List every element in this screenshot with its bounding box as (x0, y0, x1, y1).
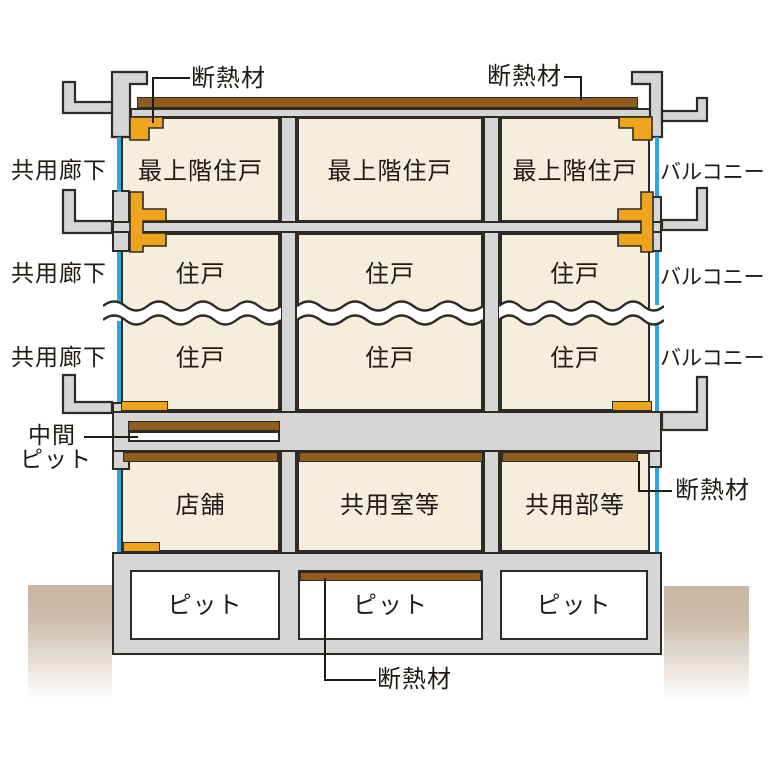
pit-box-3 (500, 570, 648, 640)
mid-pit-insulation (128, 421, 280, 431)
ground-soil-left (28, 585, 112, 700)
room-mid-2 (297, 233, 483, 313)
balcony-label-2: バルコニー (660, 265, 765, 289)
break-band-3 (499, 299, 664, 327)
wall-line-right-3 (655, 321, 659, 411)
corridor-slab-3 (61, 373, 114, 415)
pit-box-2 (298, 570, 483, 640)
leader-insulation-top-left (152, 77, 190, 123)
pit-label-2: ピット (353, 591, 428, 619)
leader-insulation-bottom (324, 578, 376, 681)
insulation-corner-top-left (129, 116, 164, 141)
insulation-label-right: 断熱材 (675, 476, 750, 504)
room-label-top-2: 最上階住戸 (327, 157, 453, 185)
room-label-mid-3: 住戸 (550, 260, 600, 288)
wall-line-left-1 (117, 137, 121, 192)
corridor-label-2: 共用廊下 (11, 261, 107, 287)
room-label-top-3: 最上階住戸 (512, 157, 638, 185)
insulation-floor-right-3 (612, 401, 652, 411)
insulation-floor-left-3 (121, 401, 168, 411)
balcony-label-1: バルコニー (660, 160, 765, 184)
insulation-junction-left (129, 191, 167, 253)
room-ground-2 (297, 452, 483, 552)
left-parapet (110, 70, 149, 139)
room-lower-2 (297, 313, 483, 411)
wall-line-right-2 (655, 252, 659, 305)
wall-line-left-2 (117, 252, 121, 305)
pit-label-1: ピット (167, 591, 243, 619)
insulation-label-top-left: 断熱材 (191, 64, 266, 92)
mid-pit-label-line1: 中間 (28, 423, 76, 449)
room-lower-1 (121, 313, 280, 411)
wall-line-left-3 (117, 321, 121, 402)
insulation-junction-right (617, 191, 654, 253)
room-ground-1 (121, 452, 280, 552)
mid-pit-label-line2: ピット (20, 447, 92, 473)
room-label-top-1: 最上階住戸 (138, 157, 263, 185)
room-label-ground-2: 共用室等 (340, 491, 440, 519)
balcony-label-3: バルコニー (660, 346, 765, 370)
break-band-1 (103, 299, 281, 327)
room-label-lower-1: 住戸 (175, 344, 226, 372)
leader-insulation-right (638, 461, 672, 492)
room-label-ground-3: 共用部等 (525, 491, 625, 519)
roof-insulation (137, 97, 638, 108)
wall-line-right-1 (655, 137, 659, 196)
insulation-label-top-right: 断熱材 (487, 62, 562, 90)
insulation-floor-store (123, 542, 160, 552)
room-label-lower-2: 住戸 (365, 344, 415, 372)
ceiling-insulation-common-room (299, 452, 483, 462)
corridor-label-1: 共用廊下 (11, 158, 107, 184)
room-top-3 (500, 117, 650, 222)
break-band-2 (297, 299, 483, 327)
insulation-corner-top-right (618, 116, 653, 141)
ceiling-insulation-store (123, 452, 278, 462)
corridor-label-3: 共用廊下 (11, 345, 107, 371)
wall-line-left-4 (117, 470, 121, 552)
room-lower-3 (500, 313, 650, 411)
pit-label-3: ピット (536, 591, 612, 619)
ground-soil-right (664, 586, 749, 701)
corridor-slab-2 (61, 188, 114, 235)
wall-line-right-4 (655, 468, 659, 552)
corridor-slab-1 (61, 80, 114, 115)
room-top-2 (297, 117, 483, 222)
room-label-ground-1: 店舗 (175, 491, 226, 519)
balcony-slab-1 (660, 96, 709, 123)
room-label-mid-2: 住戸 (365, 260, 415, 288)
room-label-mid-1: 住戸 (175, 260, 226, 288)
pit-box-1 (130, 570, 280, 640)
balcony-slab-2 (660, 186, 709, 232)
balcony-slab-3 (660, 375, 709, 432)
room-label-lower-3: 住戸 (550, 344, 600, 372)
insulation-label-bottom: 断熱材 (377, 665, 452, 693)
ceiling-insulation-common-area (502, 452, 638, 462)
leader-insulation-top-right (564, 76, 582, 100)
room-ground-3 (500, 452, 650, 552)
pit-2-insulation (300, 572, 481, 581)
